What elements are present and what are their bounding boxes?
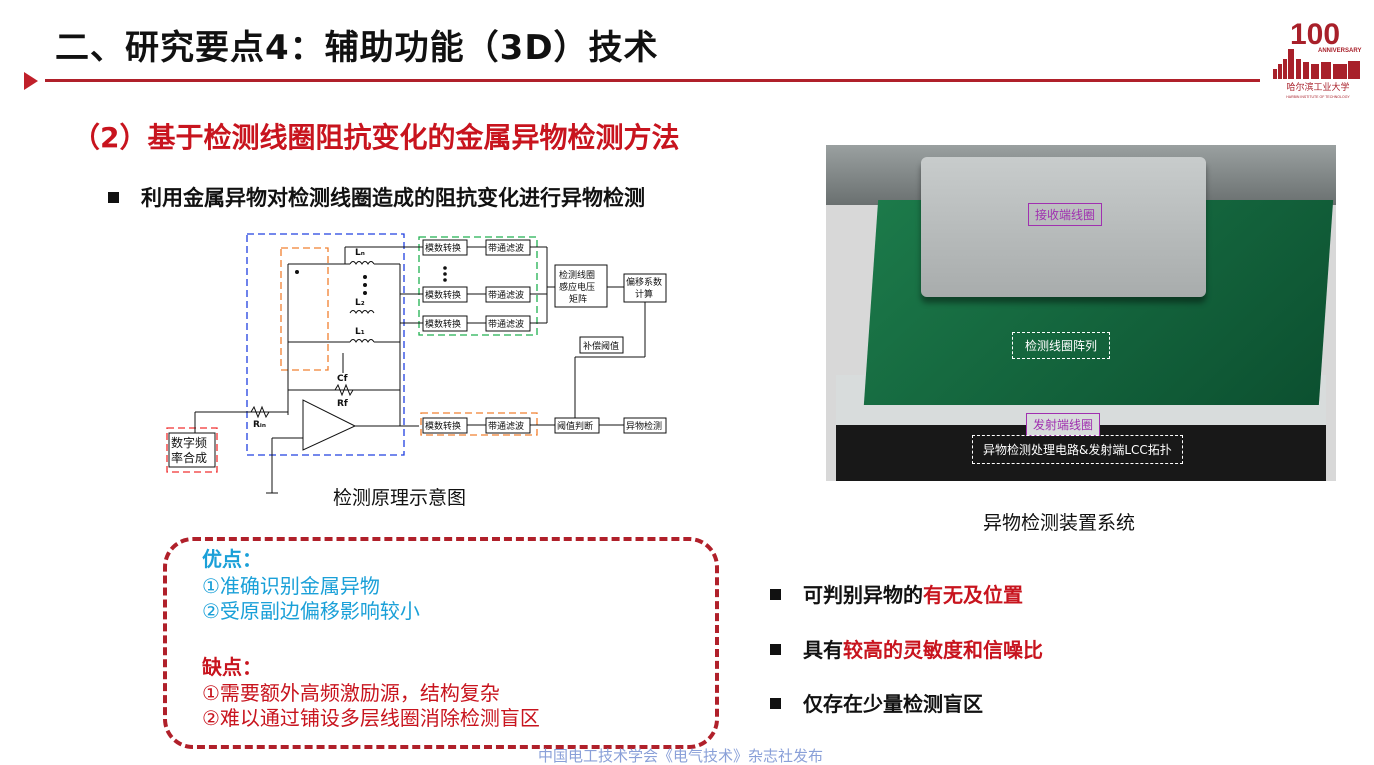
cons-item: ②难以通过铺设多层线圈消除检测盲区: [202, 706, 540, 730]
bpf-block: 带通滤波: [488, 420, 524, 432]
footer-publisher: 中国电工技术学会《电气技术》杂志社发布: [538, 747, 824, 765]
matrix-label: 感应电压: [559, 281, 595, 293]
photo-caption: 异物检测装置系统: [983, 512, 1136, 534]
pros-title: 优点：: [202, 547, 262, 571]
coil-ln: Lₙ: [355, 248, 365, 258]
svg-text:哈尔滨工业大学: 哈尔滨工业大学: [1286, 81, 1349, 93]
bullet-square-icon: [108, 191, 119, 203]
feature-bullet: 可判别异物的有无及位置: [770, 579, 1023, 608]
svg-text:100: 100: [1290, 18, 1340, 51]
rx-coil-label: 接收端线圈: [1028, 203, 1103, 226]
section-subtitle: （2）基于检测线圈阻抗变化的金属异物检测方法: [72, 121, 680, 154]
adc-block: 模数转换: [425, 289, 461, 301]
adc-block: 模数转换: [425, 420, 461, 432]
main-bullet-text: 利用金属异物对检测线圈造成的阻抗变化进行异物检测: [141, 186, 645, 210]
threshold-judge: 阈值判断: [557, 420, 593, 432]
adc-block: 模数转换: [425, 318, 461, 330]
matrix-label: 检测线圈: [559, 269, 595, 281]
main-bullet: 利用金属异物对检测线圈造成的阻抗变化进行异物检测: [108, 182, 645, 212]
svg-text:HARBIN INSTITUTE OF TECHNOLOGY: HARBIN INSTITUTE OF TECHNOLOGY: [1286, 95, 1350, 99]
cons-item: ①需要额外高频激励源，结构复杂: [202, 681, 500, 705]
bpf-block: 带通滤波: [488, 318, 524, 330]
coil-array-label: 检测线圈阵列: [1012, 332, 1111, 359]
compensation-threshold: 补偿阈值: [583, 340, 619, 352]
freq-synth-label: 数字频: [171, 435, 207, 450]
tx-coil-label: 发射端线圈: [1026, 413, 1101, 436]
title-divider: [45, 79, 1260, 82]
device-photo: 接收端线圈 检测线圈阵列 发射端线圈 异物检测处理电路&发射端LCC拓扑: [826, 145, 1336, 481]
diagram-caption: 检测原理示意图: [333, 487, 467, 509]
freq-synth-label: 率合成: [171, 450, 207, 465]
pros-item: ②受原副边偏移影响较小: [202, 599, 420, 623]
offset-label: 计算: [635, 288, 653, 300]
adc-block: 模数转换: [425, 242, 461, 254]
pros-cons-box: 优点： ①准确识别金属异物 ②受原副边偏移影响较小 缺点： ①需要额外高频激励源…: [163, 537, 719, 749]
matrix-label: 矩阵: [569, 293, 587, 305]
coil-l1: L₁: [355, 327, 365, 337]
bpf-block: 带通滤波: [488, 242, 524, 254]
pros-item: ①准确识别金属异物: [202, 574, 380, 598]
cap-cf: Cf: [337, 374, 348, 384]
bullet-square-icon: [770, 644, 781, 655]
bullet-square-icon: [770, 589, 781, 600]
res-rf: Rf: [337, 399, 348, 409]
coil-l2: L₂: [355, 298, 365, 308]
detection-principle-diagram: 模数转换 带通滤波 模数转换 带通滤波 模数转换 带通滤波 模数转换 带通滤波 …: [166, 233, 667, 494]
slide-title: 二、研究要点4：辅助功能（3D）技术: [55, 28, 659, 68]
bullet-square-icon: [770, 698, 781, 709]
university-logo: 100 ANNIVERSARY 哈尔滨工业大学 HARBIN INSTITUTE…: [1273, 18, 1361, 99]
svg-text:ANNIVERSARY: ANNIVERSARY: [1318, 48, 1361, 54]
cons-title: 缺点：: [202, 655, 262, 679]
res-rin: Rᵢₙ: [253, 420, 266, 430]
bpf-block: 带通滤波: [488, 289, 524, 301]
offset-label: 偏移系数: [626, 276, 662, 288]
feature-bullet: 仅存在少量检测盲区: [770, 688, 983, 717]
circuit-board-label: 异物检测处理电路&发射端LCC拓扑: [972, 435, 1183, 464]
feature-bullet: 具有较高的灵敏度和信噪比: [770, 634, 1043, 663]
foreign-object-detect: 异物检测: [626, 420, 662, 432]
title-marker: [24, 72, 38, 90]
